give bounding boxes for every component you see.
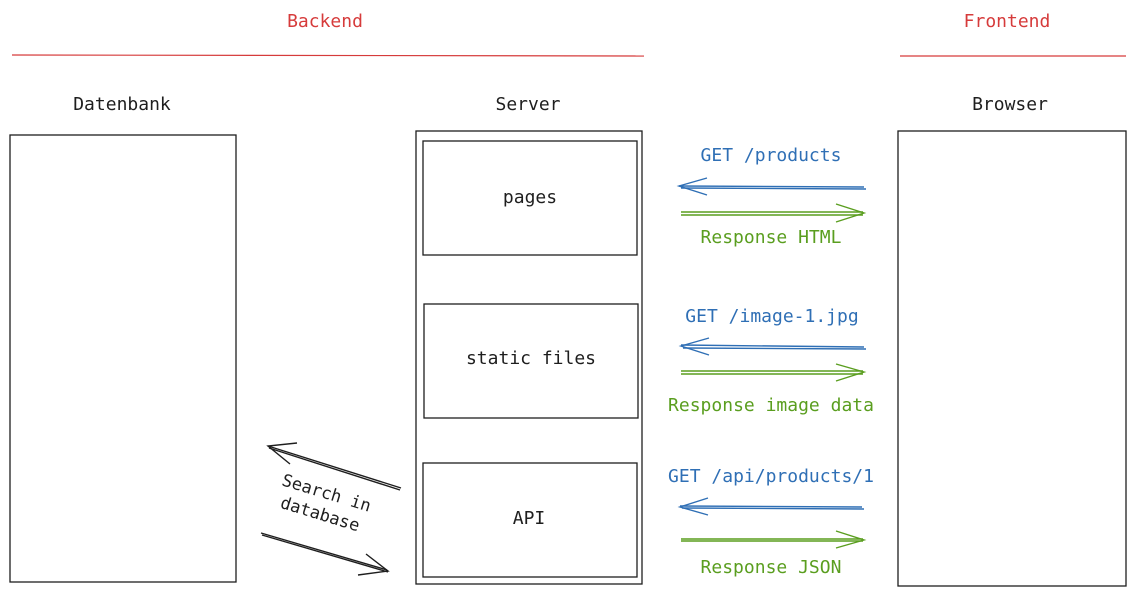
products-request-label: GET /products [701, 145, 842, 166]
static-files-module [423, 303, 639, 419]
static-files-module-label: static files [466, 348, 596, 369]
column-server-title: Server [495, 94, 560, 115]
api-response-label: Response JSON [701, 557, 842, 578]
pages-module [422, 140, 638, 256]
section-backend-underline [11, 54, 645, 57]
api-request-label: GET /api/products/1 [668, 466, 874, 487]
browser-box [897, 130, 1127, 587]
products-response-arrow [681, 203, 867, 223]
api-module-label: API [513, 508, 546, 529]
server-box [415, 130, 643, 585]
image-request-arrow [678, 337, 867, 356]
database-box [9, 134, 237, 583]
image-response-arrow [681, 363, 867, 382]
db-query-request-arrow [260, 532, 390, 576]
column-database-title: Datenbank [73, 94, 171, 115]
image-response-label: Response image data [668, 395, 874, 416]
section-frontend-label: Frontend [964, 11, 1051, 32]
pages-module-label: pages [503, 187, 557, 208]
products-request-arrow [676, 177, 867, 196]
products-response-label: Response HTML [701, 227, 842, 248]
db-query-text: Search in database [278, 471, 373, 537]
api-module [422, 462, 638, 578]
image-request-label: GET /image-1.jpg [685, 306, 858, 327]
column-browser-title: Browser [972, 94, 1048, 115]
api-request-arrow [677, 497, 865, 516]
api-response-arrow [681, 530, 867, 549]
db-query-result-arrow [266, 442, 402, 491]
section-backend-label: Backend [287, 11, 363, 32]
